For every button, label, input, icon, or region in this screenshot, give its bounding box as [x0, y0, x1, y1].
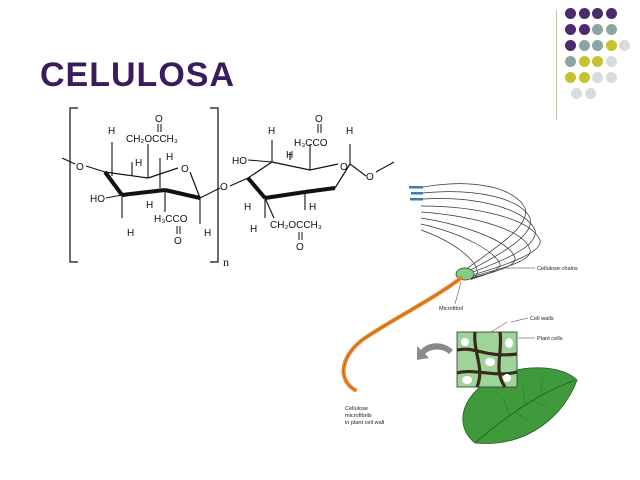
decorative-dot — [605, 56, 617, 67]
h-label: H — [108, 126, 115, 137]
decorative-dot — [592, 24, 603, 35]
caption-line-2: microfibrils — [345, 413, 372, 419]
h-label: H — [166, 152, 173, 163]
decorative-dot — [592, 40, 603, 51]
label-microfibril: Microfibril — [439, 306, 463, 312]
orange-microfibril — [341, 276, 463, 392]
h-label: H — [268, 126, 275, 137]
decorative-dot — [605, 8, 617, 19]
decorative-dot — [592, 8, 603, 19]
h-label: H — [250, 224, 257, 235]
zoom-arrow-icon — [417, 343, 453, 360]
slide-title: CELULOSA — [40, 56, 235, 94]
glucose-ring-2 — [246, 140, 351, 219]
h-label: H — [135, 158, 142, 169]
left-bracket — [69, 107, 78, 263]
label-cell-walls: Cell walls — [530, 316, 554, 322]
ho-label: HO — [232, 156, 247, 167]
decorative-dot — [565, 8, 576, 19]
o-carbonyl-label: O — [315, 114, 323, 125]
decorative-dot — [578, 72, 590, 83]
repeat-subscript: n — [223, 255, 229, 269]
left-link-o: O — [76, 162, 84, 173]
decorative-dot — [571, 88, 582, 99]
decorative-dot — [592, 56, 603, 67]
ring-oxygen-label: O — [181, 164, 189, 175]
ch2-acetyl-label: CH₂OCCH₃ — [270, 220, 322, 231]
decorative-dot — [565, 24, 576, 35]
o-carbonyl-label: O — [296, 242, 304, 253]
h-label: H — [127, 228, 134, 239]
right-link-o: O — [366, 172, 374, 183]
decorative-dot — [565, 56, 576, 67]
cellulose-microfibril-illustration: Cellulose chains Microfibril Cell walls … — [341, 183, 578, 444]
h-label: H — [146, 200, 153, 211]
glucose-ring-1 — [103, 142, 201, 224]
decorative-dot — [578, 56, 590, 67]
caption-line-3: in plant cell wall — [345, 420, 384, 426]
ring-oxygen-label: O — [340, 162, 348, 173]
decorative-dot — [605, 24, 617, 35]
h-label: H — [346, 126, 353, 137]
decorative-dot — [578, 24, 590, 35]
decorative-dot — [565, 40, 576, 51]
caption-line-1: Cellulose — [345, 406, 368, 412]
decorative-dot — [605, 40, 617, 51]
glycosidic-oxygen-label: O — [220, 182, 228, 193]
h-label: H — [286, 150, 293, 161]
h3cco-label: H₃CCO — [154, 214, 188, 225]
label-plant-cells: Plant cells — [537, 336, 563, 342]
decorative-dot — [592, 72, 603, 83]
cellulose-chains — [420, 183, 541, 281]
decorative-dot-grid — [565, 8, 635, 108]
h3cco-label: H₃CCO — [294, 138, 328, 149]
h-label: H — [244, 202, 251, 213]
label-cellulose-chains: Cellulose chains — [537, 266, 578, 272]
plant-cell-block — [456, 331, 518, 388]
decorative-dot — [565, 72, 576, 83]
decorative-dot — [578, 40, 590, 51]
o-carbonyl-label: O — [174, 236, 182, 247]
right-bracket — [210, 107, 219, 263]
h-label: H — [309, 202, 316, 213]
cellulose-chain-ends — [409, 186, 423, 201]
accent-vertical-line — [556, 10, 557, 120]
cellulose-structure-diagram: n O H CH₂OCCH₃ O O H H HO — [61, 107, 395, 269]
decorative-dot — [584, 88, 596, 99]
ho-label: HO — [90, 194, 105, 205]
decorative-dot — [619, 40, 630, 51]
decorative-dot — [578, 8, 590, 19]
ch2-acetyl-label: CH₂OCCH₃ — [126, 134, 178, 145]
decorative-dot — [605, 72, 617, 83]
o-carbonyl-label: O — [155, 114, 163, 125]
h-label: H — [204, 228, 211, 239]
